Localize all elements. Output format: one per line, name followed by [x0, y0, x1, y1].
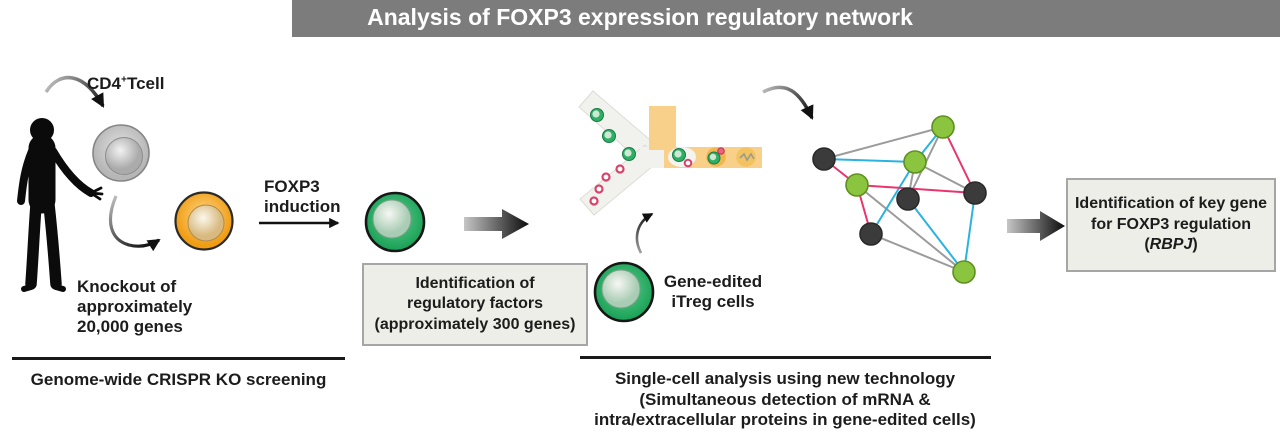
key-gene-line3: (RBPJ) — [1144, 235, 1197, 255]
cd4-label-post: Tcell — [126, 74, 165, 93]
key-gene-line2: for FOXP3 regulation — [1090, 215, 1251, 233]
key-gene-line1: Identification of key gene — [1074, 195, 1268, 213]
knockout-label: Knockout of approximately 20,000 genes — [77, 277, 193, 337]
caption-divider-left — [12, 357, 345, 360]
key-gene-box: Identification of key gene for FOXP3 reg… — [1066, 178, 1276, 272]
key-gene-paren-open: ( — [1144, 236, 1150, 254]
gene-edited-cell-graphic — [593, 261, 655, 323]
figure-title: Analysis of FOXP3 expression regulatory … — [367, 4, 913, 30]
microfluidic-device — [578, 90, 762, 216]
device-green-cells — [590, 108, 636, 161]
gene-edited-itreg-label: Gene-edited iTreg cells — [663, 272, 763, 312]
regulatory-factors-box: Identification of regulatory factors (ap… — [362, 263, 588, 346]
crispr-screening-caption: Genome-wide CRISPR KO screening — [30, 370, 327, 389]
arrow-human-to-cd4-icon — [44, 75, 105, 108]
process-arrow-1-icon — [464, 209, 529, 239]
network-nodes — [812, 115, 987, 284]
key-gene-name: RBPJ — [1149, 236, 1193, 254]
arrow-cell-to-device-icon — [635, 212, 654, 254]
process-arrow-2-icon — [1007, 211, 1065, 241]
arrow-cd4-to-knockout-icon — [108, 195, 161, 252]
cd4-tcell-graphic — [92, 124, 150, 182]
cd4-label-pre: CD4 — [87, 74, 122, 93]
network-graph — [812, 115, 987, 284]
knockout-cell-graphic — [174, 191, 234, 251]
arrow-device-to-network-icon — [762, 85, 814, 120]
title-bar — [292, 0, 1280, 37]
itreg-cell-graphic — [364, 191, 426, 253]
device-droplets — [706, 147, 756, 167]
cd4-tcell-label: CD4+Tcell — [87, 74, 164, 94]
caption-divider-right — [580, 356, 991, 359]
key-gene-paren-close: ) — [1192, 236, 1198, 254]
human-silhouette-icon — [17, 118, 104, 292]
single-cell-analysis-caption: Single-cell analysis using new technolog… — [594, 369, 976, 430]
device-red-beads — [589, 164, 625, 206]
foxp3-induction-label: FOXP3 induction — [264, 177, 341, 217]
cd4-label-sup: + — [121, 74, 127, 86]
